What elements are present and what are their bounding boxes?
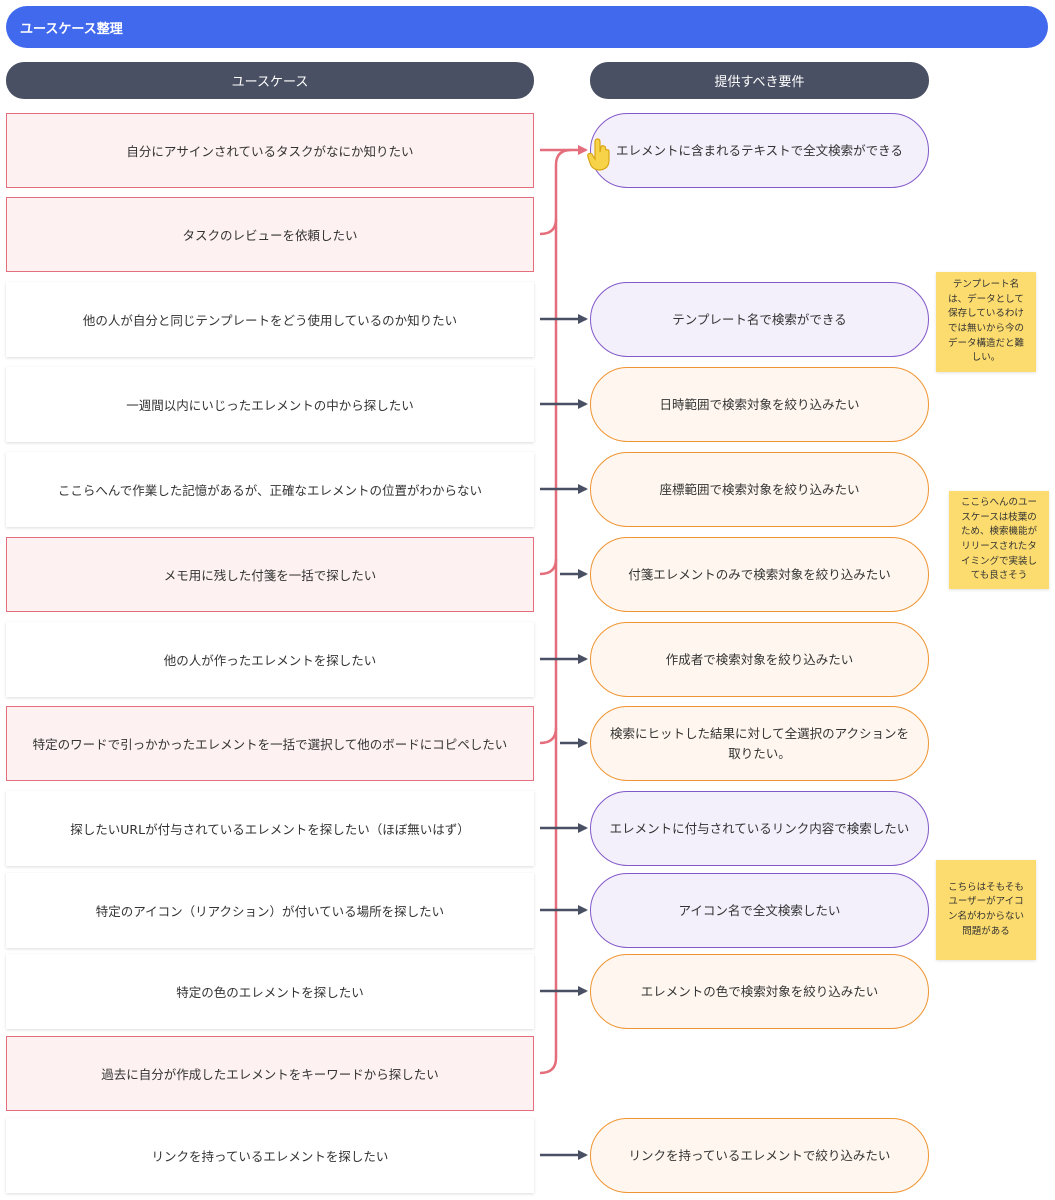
use-case-card[interactable]: 過去に自分が作成したエレメントをキーワードから探したい [6, 1036, 534, 1111]
connector-branch-2 [539, 218, 558, 236]
requirement-pill[interactable]: 座標範囲で検索対象を絞り込みたい [590, 452, 929, 527]
requirement-pill[interactable]: 検索にヒットした結果に対して全選択のアクションを取りたい。 [590, 706, 929, 781]
connector-fulltext-trunk [539, 148, 572, 1075]
title-bar: ユースケース整理 [6, 6, 1048, 48]
sticky-note[interactable]: こちらはそもそもユーザーがアイコン名がわからない問題がある [936, 860, 1036, 960]
connector-branch-8 [539, 727, 558, 745]
use-case-card[interactable]: 特定のワードで引っかかったエレメントを一括で選択して他のボードにコピペしたい [6, 706, 534, 781]
requirement-pill[interactable]: アイコン名で全文検索したい [590, 873, 929, 948]
requirement-pill[interactable]: リンクを持っているエレメントで絞り込みたい [590, 1118, 929, 1193]
connector-branch-6 [539, 558, 558, 576]
use-case-card[interactable]: メモ用に残した付箋を一括で探したい [6, 537, 534, 612]
requirement-pill[interactable]: エレメントの色で検索対象を絞り込みたい [590, 954, 929, 1029]
use-case-card[interactable]: タスクのレビューを依頼したい [6, 197, 534, 272]
use-case-card[interactable]: リンクを持っているエレメントを探したい [6, 1118, 534, 1193]
use-case-card[interactable]: 探したいURLが付与されているエレメントを探したい（ほぼ無いはず） [6, 791, 534, 866]
requirement-pill[interactable]: 作成者で検索対象を絞り込みたい [590, 622, 929, 697]
hand-pointer-icon [587, 138, 610, 171]
use-case-card[interactable]: 他の人が作ったエレメントを探したい [6, 622, 534, 697]
use-case-card[interactable]: 一週間以内にいじったエレメントの中から探したい [6, 367, 534, 442]
use-case-card[interactable]: 他の人が自分と同じテンプレートをどう使用しているのか知りたい [6, 282, 534, 357]
use-case-card[interactable]: 特定のアイコン（リアクション）が付いている場所を探したい [6, 873, 534, 948]
sticky-note[interactable]: テンプレート名は、データとして保存しているわけでは無いから今のデータ構造だと難し… [936, 272, 1036, 372]
requirement-pill[interactable]: 日時範囲で検索対象を絞り込みたい [590, 367, 929, 442]
use-case-card[interactable]: 特定の色のエレメントを探したい [6, 954, 534, 1029]
sticky-note[interactable]: ここらへんのユースケースは枝葉のため、検索機能がリリースされたタイミングで実装し… [949, 491, 1049, 589]
requirement-pill[interactable]: エレメントに含まれるテキストで全文検索ができる [590, 113, 929, 188]
requirement-pill[interactable]: 付箋エレメントのみで検索対象を絞り込みたい [590, 537, 929, 612]
use-case-card[interactable]: 自分にアサインされているタスクがなにか知りたい [6, 113, 534, 188]
requirement-pill[interactable]: エレメントに付与されているリンク内容で検索したい [590, 791, 929, 866]
header-requirements: 提供すべき要件 [590, 62, 929, 99]
requirement-pill[interactable]: テンプレート名で検索ができる [590, 282, 929, 357]
use-case-card[interactable]: ここらへんで作業した記憶があるが、正確なエレメントの位置がわからない [6, 452, 534, 527]
header-use-cases: ユースケース [6, 62, 534, 99]
page-title: ユースケース整理 [20, 21, 123, 37]
